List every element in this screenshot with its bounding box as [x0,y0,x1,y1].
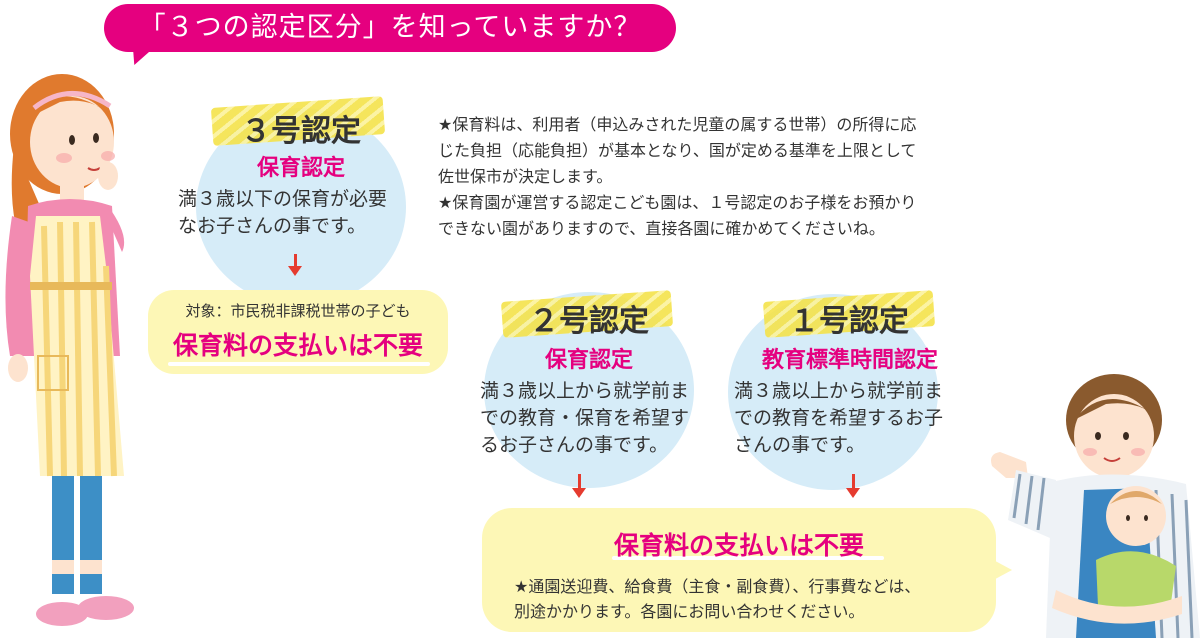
cert3-payment-panel [148,290,448,374]
cert1-description: 満３歳以上から就学前ま での教育を希望するお子 さんの事です。 [734,378,974,459]
cert3-description-line: 満３歳以下の保育が必要 [178,188,388,210]
notes-block: ★保育料は、利用者（申込みされた児童の属する世帯）の所得に応 じた負担（応能負担… [438,112,998,242]
cert3-arrow-head [288,266,302,276]
note-line: ★保育料は、利用者（申込みされた児童の属する世帯）の所得に応 [438,115,917,134]
cert3-description-line: なお子さんの事です。 [178,215,367,237]
bottom-note: ★通園送迎費、給食費（主食・副食費）、行事費などは、 別途かかります。各園にお問… [514,574,984,624]
cert1-subheading: 教育標準時間認定 [761,348,938,373]
note-line: 佐世保市が決定します。 [438,167,613,186]
bottom-payment-panel [482,508,996,632]
cert3-payment-underline [168,362,430,366]
cert3-target: 対象：市民税非課税世帯の子ども [185,302,411,320]
woman-with-apron-illustration [5,74,134,626]
title-banner: 「３つの認定区分」を知っていますか？ [104,4,676,52]
father-holding-baby-illustration [991,374,1200,638]
bottom-note-line: ★通園送迎費、給食費（主食・副食費）、行事費などは、 [514,577,921,596]
cert1-arrow-head [846,488,860,498]
cert1-heading: １号認定 [789,304,909,339]
cert2-description-line: 満３歳以上から就学前ま [480,380,690,402]
cert1-description-line: での教育を希望するお子 [734,407,944,429]
cert2-arrow-stem [578,474,581,490]
cert1-arrow-stem [852,474,855,490]
cert2-subheading: 保育認定 [544,348,633,373]
bottom-panel-tail [986,556,1012,584]
cert2-heading: ２号認定 [529,304,649,339]
cert3-payment: 保育料の支払いは不要 [172,331,423,360]
cert2-description-line: での教育・保育を希望す [480,407,690,429]
note-line: ★保育園が運営する認定こども園は、１号認定のお子様をお預かり [438,193,917,212]
cert2-description-line: るお子さんの事です。 [480,434,669,456]
bottom-note-line: 別途かかります。各園にお問い合わせください。 [514,602,865,621]
cert3-subheading: 保育認定 [256,156,345,181]
cert2-description: 満３歳以上から就学前ま での教育・保育を希望す るお子さんの事です。 [480,378,710,459]
cert1-description-line: 満３歳以上から就学前ま [734,380,944,402]
note-line: できない園がありますので、直接各園に確かめてくださいね。 [438,219,885,238]
bottom-payment-underline [612,556,884,560]
cert1-description-line: さんの事です。 [734,434,866,456]
cert3-arrow-stem [294,254,297,268]
note-line: じた負担（応能負担）が基本となり、国が定める基準を上限として [438,141,917,160]
cert2-arrow-head [572,488,586,498]
cert3-heading: ３号認定 [241,114,361,149]
bottom-payment: 保育料の支払いは不要 [613,531,864,560]
cert3-description: 満３歳以下の保育が必要 なお子さんの事です。 [178,186,418,240]
